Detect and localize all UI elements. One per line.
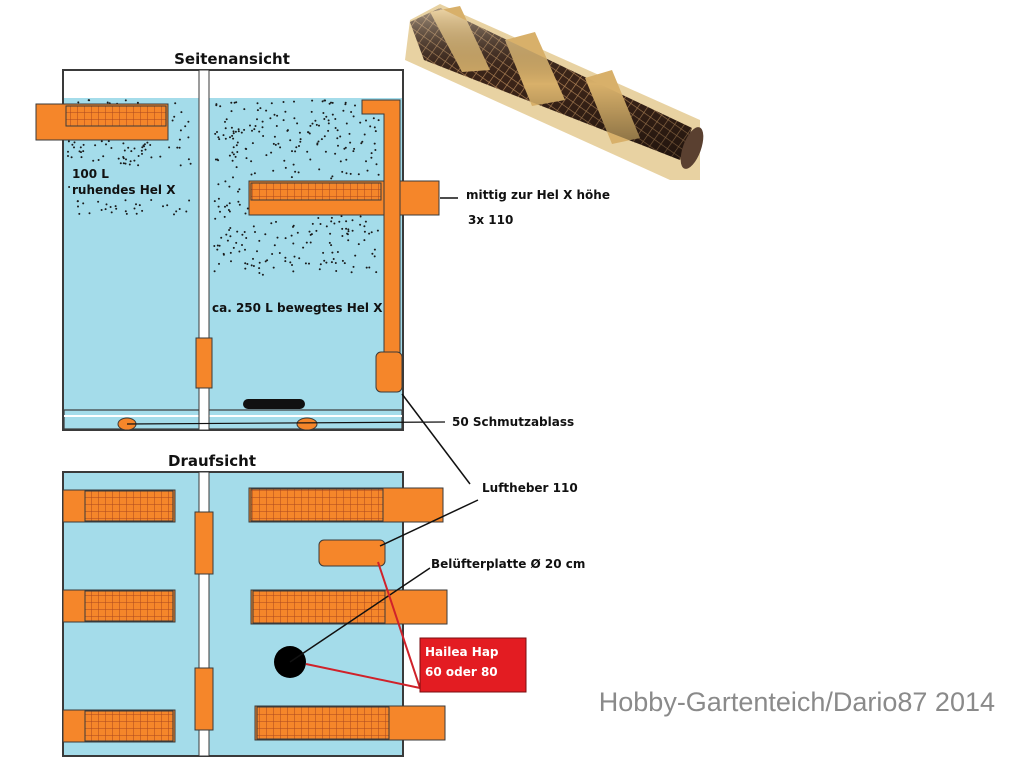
label-resting-volume: 100 L	[72, 167, 109, 181]
pump-label-size: 60 oder 80	[425, 665, 498, 679]
top-view: Draufsicht Luftheber	[62, 452, 585, 757]
side-drain-right	[296, 417, 318, 431]
top-divider-passage-2	[194, 667, 214, 731]
top-divider-wall	[198, 471, 210, 757]
label-drain: 50 Schmutzablass	[452, 415, 574, 429]
top-airlift	[318, 539, 386, 567]
credit-text: Hobby-Gartenteich/Dario87 2014	[599, 687, 995, 717]
filter-tube-photo	[400, 0, 704, 180]
side-divider-passage	[195, 337, 213, 389]
side-aerator-plate	[243, 399, 305, 409]
side-airlift-foot	[375, 351, 403, 393]
side-view: Seitenansicht 100 L ruhendes Hel X ca.	[35, 50, 610, 431]
side-tank-bottom-strip	[63, 409, 403, 430]
pump-label-model: Hailea Hap	[425, 645, 499, 659]
side-divider-wall	[198, 69, 210, 431]
label-mid-outlet-count: 3x 110	[468, 213, 513, 227]
pump-box	[419, 637, 527, 693]
side-tank-water	[64, 98, 402, 410]
label-airlift: Luftheber 110	[482, 481, 578, 495]
top-divider-passage-1	[194, 511, 214, 575]
moving-media-dots	[213, 99, 380, 276]
label-mid-outlet: mittig zur Hel X höhe	[466, 188, 610, 202]
side-view-title: Seitenansicht	[174, 50, 290, 68]
top-view-title: Draufsicht	[168, 452, 256, 470]
label-aerator: Belüfterplatte Ø 20 cm	[431, 557, 585, 571]
resting-media-dots	[67, 99, 192, 216]
top-right-outlets	[248, 487, 448, 741]
side-inlet-mesh	[65, 105, 167, 127]
label-resting-media: ruhendes Hel X	[72, 183, 176, 197]
side-mid-outlet-mesh	[250, 182, 382, 201]
label-moving-media: ca. 250 L bewegtes Hel X	[212, 301, 383, 315]
top-left-inlets	[62, 489, 176, 743]
